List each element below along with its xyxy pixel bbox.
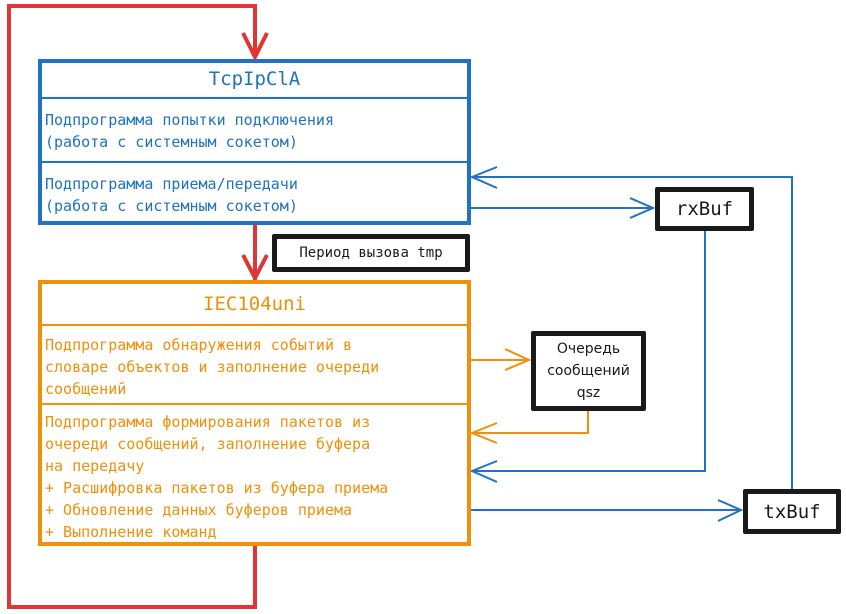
message-queue: Очередь сообщений qsz bbox=[531, 331, 646, 411]
queue-to-iec-line bbox=[472, 410, 589, 434]
txbuf-to-tcp-line bbox=[472, 176, 793, 489]
tcp-connect-subroutine: Подпрограмма попытки подключения (работа… bbox=[42, 97, 467, 161]
iec104-block: IEC104uni Подпрограмма обнаружения событ… bbox=[38, 280, 471, 546]
rx-buffer-label: rxBuf bbox=[675, 198, 734, 220]
cycle-arrowhead-top bbox=[241, 32, 269, 62]
iec104-title: IEC104uni bbox=[203, 293, 306, 315]
rxbuf-to-iec-arrowhead bbox=[469, 460, 498, 483]
tx-buffer: txBuf bbox=[743, 489, 841, 534]
iec-packet-forming-subroutine: Подпрограмма формирования пакетов из оче… bbox=[42, 403, 467, 542]
rxbuf-to-iec-line bbox=[472, 230, 706, 472]
tcp-client-block: TcpIpClA Подпрограмма попытки подключени… bbox=[38, 59, 471, 225]
iec-event-detection-subroutine: Подпрограмма обнаружения событий в слова… bbox=[42, 324, 467, 403]
tcp-client-title: TcpIpClA bbox=[208, 68, 301, 90]
call-period-text: Период вызова tmp bbox=[299, 245, 443, 261]
tcp-to-rxbuf-arrowhead bbox=[629, 197, 656, 219]
rx-buffer: rxBuf bbox=[655, 187, 754, 231]
message-queue-label: Очередь сообщений qsz bbox=[547, 341, 630, 401]
call-period-label: Период вызова tmp bbox=[272, 234, 470, 272]
queue-to-iec-arrowhead bbox=[469, 422, 498, 444]
tx-buffer-label: txBuf bbox=[763, 500, 821, 523]
iec-to-queue-arrowhead bbox=[504, 348, 532, 371]
tcp-rxtx-subroutine: Подпрограмма приема/передачи (работа с с… bbox=[42, 161, 467, 221]
txbuf-to-tcp-arrowhead bbox=[469, 166, 498, 189]
iec-to-txbuf-arrowhead bbox=[717, 499, 744, 522]
cycle-arrowhead-iec bbox=[241, 254, 269, 283]
